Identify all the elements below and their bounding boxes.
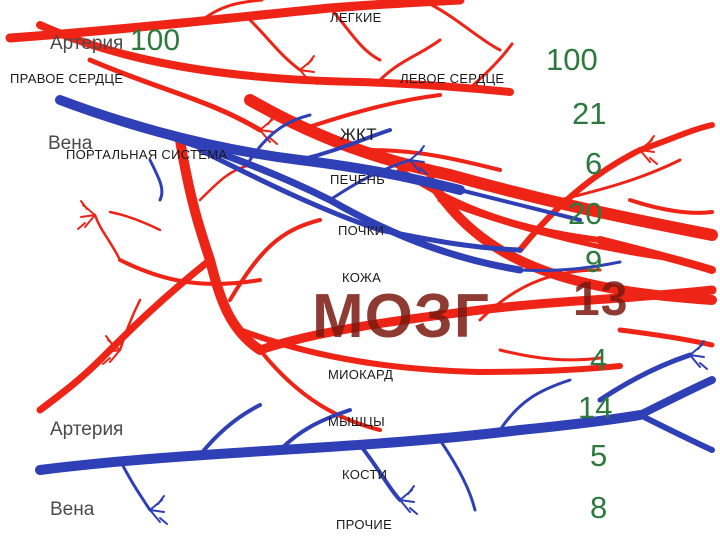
value-myocardium: 4	[590, 342, 608, 377]
portal-system-label: ПОРТАЛЬНАЯ СИСТЕМА	[66, 147, 228, 162]
value-gi-tract: 21	[572, 96, 607, 131]
myocardium-artery	[237, 327, 623, 375]
organ-gi-tract-label: ЖКТ	[340, 125, 377, 144]
vein-twig	[118, 458, 152, 512]
vein-twig	[597, 352, 693, 403]
left-heart-label: ЛЕВОЕ СЕРДЦЕ	[400, 71, 505, 86]
artery-right-edge	[628, 198, 714, 215]
organ-muscles-label: МЫШЦЫ	[328, 414, 385, 429]
value-bones: 5	[590, 438, 608, 473]
muscle-artery	[258, 348, 382, 432]
aorta-main	[244, 94, 718, 241]
gi-vein	[298, 128, 392, 162]
organ-lungs-label: ЛЕГКИЕ	[330, 10, 382, 25]
organ-brain-label: МОЗГ	[312, 282, 490, 351]
artery-branch	[87, 57, 263, 133]
artery-twig	[498, 348, 602, 362]
artery-capillaries	[102, 335, 121, 365]
artery-capillaries	[259, 115, 278, 145]
vein-right-edge	[636, 376, 716, 419]
lung-capillaries	[299, 55, 318, 85]
bone-vein	[358, 443, 402, 502]
liver-vein	[458, 188, 582, 222]
artery-trunk-top	[5, 0, 465, 43]
value-right-heart: 100	[130, 24, 181, 57]
vein-twig	[248, 113, 312, 162]
vein-twig	[498, 378, 572, 432]
vein-capillaries	[689, 340, 708, 370]
vein-twig	[148, 158, 164, 202]
artery-capillaries	[639, 135, 658, 165]
muscle-vein	[278, 408, 352, 452]
value-skin: 9	[585, 244, 603, 279]
vein-branch-1	[116, 116, 524, 274]
value-kidneys: 20	[568, 196, 603, 231]
vein-lower-main	[35, 410, 645, 475]
lung-twig	[468, 42, 514, 90]
artery-twig	[108, 210, 162, 232]
vein-right-edge	[637, 412, 715, 453]
organ-kidneys-label: ПОЧКИ	[338, 223, 385, 238]
artery-right-edge	[617, 327, 715, 348]
artery-right-edge	[596, 236, 716, 274]
organ-bones-label: КОСТИ	[342, 467, 388, 482]
artery-label-top: Артерия	[50, 33, 124, 54]
artery-twig	[93, 213, 122, 262]
lung-twig	[328, 6, 382, 62]
vein-capillaries	[399, 485, 418, 515]
right-heart-label: ПРАВОЕ СЕРДЦЕ	[10, 71, 124, 86]
vein-capillaries	[149, 495, 168, 525]
artery-twig	[118, 298, 142, 352]
vein-label-top: Вена	[48, 133, 93, 154]
vein-twig	[518, 260, 622, 273]
value-liver: 6	[585, 146, 603, 181]
artery-label-bottom: Артерия	[50, 419, 124, 440]
arterial-network	[5, 0, 718, 432]
lung-twig	[428, 2, 502, 52]
artery-lower-left	[36, 256, 214, 414]
gi-artery-right	[517, 122, 715, 253]
organ-myocardium-label: МИОКАРД	[328, 367, 394, 382]
vein-twig	[438, 438, 477, 512]
value-muscles: 14	[578, 390, 613, 425]
gi-artery	[298, 93, 442, 132]
lung-twig	[248, 18, 302, 72]
lung-twig	[378, 38, 442, 82]
organ-skin-label: КОЖА	[342, 270, 382, 285]
pulmonary-artery	[36, 21, 514, 96]
vein-capillaries	[409, 145, 428, 175]
organ-other-label: ПРОЧИЕ	[336, 517, 393, 532]
vein-label-bottom: Вена	[50, 499, 95, 520]
value-other: 8	[590, 490, 608, 525]
lower-artery-1	[255, 285, 717, 355]
liver-artery	[368, 148, 502, 172]
vein-twig	[198, 403, 262, 457]
artery-capillaries	[77, 200, 96, 230]
kidney-twig	[228, 218, 322, 302]
lung-twig	[198, 0, 264, 24]
value-left-heart: 100	[546, 42, 598, 77]
organ-liver-label: ПЕЧЕНЬ	[330, 172, 386, 187]
venous-network	[35, 95, 716, 525]
value-brain: 13	[573, 273, 629, 326]
vein-twig	[328, 158, 412, 202]
kidney-vein	[197, 147, 523, 253]
artery-twig	[478, 268, 602, 322]
artery-twig	[558, 158, 682, 202]
